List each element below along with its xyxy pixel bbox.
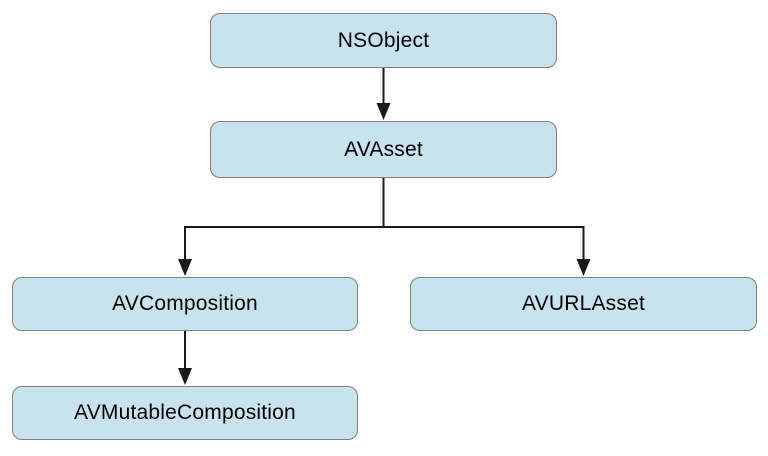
node-label: AVMutableComposition bbox=[74, 401, 296, 424]
node-avasset: AVAsset bbox=[210, 121, 557, 178]
connector-avasset-avcomposition bbox=[178, 226, 192, 276]
node-label: AVURLAsset bbox=[522, 292, 645, 315]
arrowhead-down-icon bbox=[376, 103, 391, 120]
arrowhead-down-icon bbox=[576, 259, 591, 276]
connector-avasset-branch bbox=[184, 178, 585, 228]
node-avurlasset: AVURLAsset bbox=[410, 277, 757, 331]
node-avcomposition: AVComposition bbox=[12, 277, 358, 331]
node-label: AVComposition bbox=[112, 292, 258, 315]
node-avmutablecomposition: AVMutableComposition bbox=[12, 386, 358, 440]
node-label: NSObject bbox=[337, 28, 430, 52]
arrowhead-down-icon bbox=[178, 259, 192, 276]
arrowhead-down-icon bbox=[178, 368, 192, 385]
node-label: AVAsset bbox=[344, 137, 423, 161]
connector-nsobject-avasset bbox=[376, 67, 391, 120]
connector-avcomposition-avmutablecomposition bbox=[178, 331, 192, 385]
connector-avasset-avurlasset bbox=[576, 226, 591, 276]
node-nsobject: NSObject bbox=[210, 13, 557, 68]
